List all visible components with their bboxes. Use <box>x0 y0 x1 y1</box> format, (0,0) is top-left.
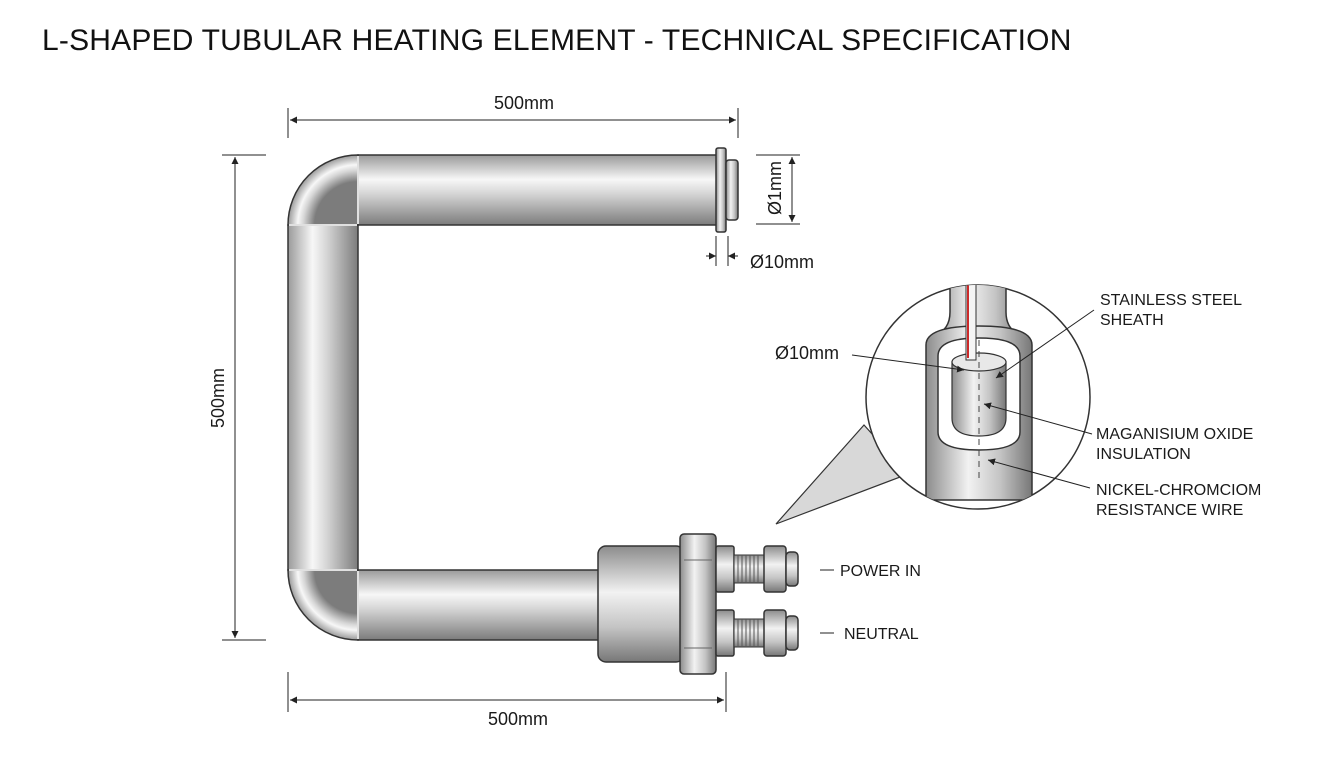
dimension-tip-vertical <box>756 154 800 225</box>
svg-text:POWER IN: POWER IN <box>840 563 921 580</box>
svg-text:RESISTANCE WIRE: RESISTANCE WIRE <box>1096 502 1243 519</box>
dimension-label-tip-vertical: Ø1mm <box>765 161 785 215</box>
detail-leaders <box>851 309 1095 489</box>
svg-text:MAGANISIUM OXIDE: MAGANISIUM OXIDE <box>1096 426 1253 443</box>
dimension-tip-diameter <box>706 236 738 266</box>
dimension-label-left-height: 500mm <box>208 368 228 428</box>
heating-tube <box>287 154 721 641</box>
label-power-in: POWER IN <box>820 563 921 580</box>
dimension-label-tip-diameter: Ø10mm <box>750 252 814 272</box>
dimension-left-height <box>222 154 266 641</box>
neutral-terminal <box>715 609 799 657</box>
page-title: L-SHAPED TUBULAR HEATING ELEMENT - TECHN… <box>42 24 1072 57</box>
svg-text:STAINLESS STEEL: STAINLESS STEEL <box>1100 292 1242 309</box>
dimension-bottom-width <box>287 672 727 712</box>
svg-text:NICKEL-CHROMCIOM: NICKEL-CHROMCIOM <box>1096 482 1261 499</box>
svg-text:SHEATH: SHEATH <box>1100 312 1164 329</box>
svg-text:INSULATION: INSULATION <box>1096 446 1191 463</box>
dimension-label-top-width: 500mm <box>494 93 554 113</box>
callout-sheath: STAINLESS STEEL SHEATH <box>1100 292 1242 329</box>
callout-insulation: MAGANISIUM OXIDE INSULATION <box>1096 426 1253 463</box>
label-neutral: NEUTRAL <box>820 626 919 643</box>
cross-section-detail <box>865 284 1091 510</box>
callout-wire: NICKEL-CHROMCIOM RESISTANCE WIRE <box>1096 482 1261 519</box>
terminal-housing <box>597 533 717 675</box>
dimension-top-width <box>287 108 739 138</box>
tube-tip-flange <box>715 147 739 233</box>
dimension-label-bottom-width: 500mm <box>488 709 548 729</box>
power-in-terminal <box>715 545 799 593</box>
svg-text:NEUTRAL: NEUTRAL <box>844 626 919 643</box>
detail-label-diameter: Ø10mm <box>775 343 839 363</box>
